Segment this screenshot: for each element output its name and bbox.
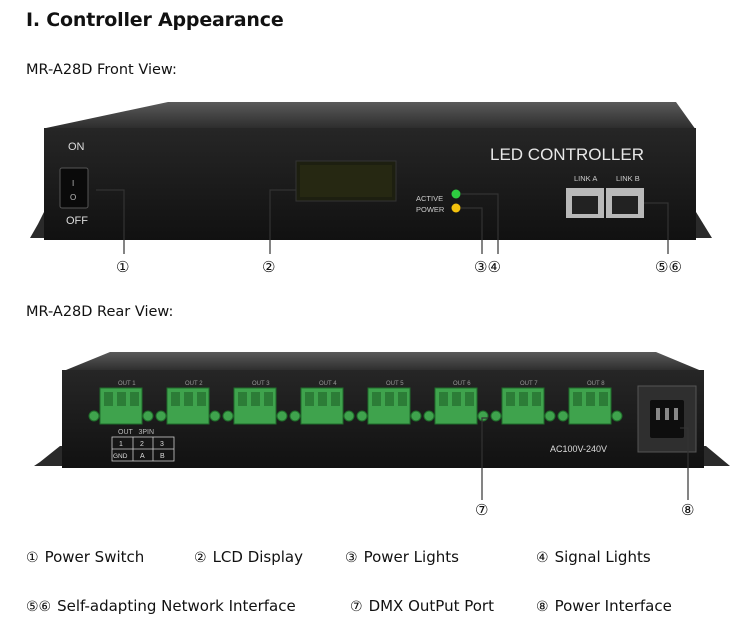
rear-view-label: MR-A28D Rear View: — [26, 304, 174, 320]
pin-header: OUT 3PIN — [118, 429, 154, 436]
dmx-port-8[interactable]: OUT 8 — [557, 381, 623, 425]
callout-line-4 — [461, 193, 499, 254]
power-rating: AC100V-240V — [550, 444, 607, 454]
callout-8: ⑧ — [681, 501, 694, 519]
power-led — [451, 203, 461, 213]
legend-num: ⑦ — [350, 599, 363, 615]
switch-i-mark: I — [72, 179, 74, 188]
led-power-label: POWER — [416, 205, 445, 214]
brand-label: LED CONTROLLER — [490, 145, 644, 164]
legend-text: Signal Lights — [554, 548, 651, 566]
dmx-port-label: OUT 8 — [587, 381, 605, 387]
pin-name-b: B — [160, 453, 165, 460]
legend-num: ⑧ — [536, 599, 549, 615]
legend-item-power-switch: ① Power Switch — [26, 548, 144, 566]
rear-chassis-top — [66, 352, 704, 372]
front-chassis-top — [46, 102, 696, 130]
pin-number-3: 3 — [160, 441, 164, 448]
link-b-label: LINK B — [616, 174, 640, 183]
legend-item-power-lights: ③ Power Lights — [345, 548, 459, 566]
legend-text: LCD Display — [212, 548, 304, 566]
switch-off-label: OFF — [66, 215, 88, 227]
pin-name-a: A — [140, 453, 145, 460]
callout-line-8 — [680, 427, 689, 500]
dmx-port-label: OUT 1 — [118, 381, 136, 387]
dmx-port-label: OUT 4 — [319, 381, 337, 387]
legend-text: DMX OutPut Port — [368, 597, 494, 615]
front-left-flange — [30, 212, 48, 238]
legend-item-network-interface: ⑤⑥ Self-adapting Network Interface — [26, 597, 296, 615]
callout-34: ③④ — [474, 258, 501, 276]
callout-line-56 — [644, 202, 669, 254]
legend-num: ④ — [536, 550, 549, 566]
dmx-port-2[interactable]: OUT 2 — [155, 381, 221, 425]
legend-num: ③ — [345, 550, 358, 566]
legend-num: ① — [26, 550, 39, 566]
legend-text: Power Interface — [554, 597, 672, 615]
legend-item-dmx-output-port: ⑦ DMX OutPut Port — [350, 597, 494, 615]
legend-num: ② — [194, 550, 207, 566]
dmx-port-label: OUT 2 — [185, 381, 203, 387]
legend-num: ⑤⑥ — [26, 599, 52, 615]
dmx-port-3[interactable]: OUT 3 — [222, 381, 288, 425]
dmx-port-label: OUT 3 — [252, 381, 270, 387]
power-switch[interactable] — [59, 167, 89, 209]
legend-item-lcd-display: ② LCD Display — [194, 548, 303, 566]
legend-text: Power Lights — [363, 548, 459, 566]
callout-line-2 — [269, 189, 296, 254]
page-title: I. Controller Appearance — [26, 9, 284, 31]
pin-name-gnd: GND — [113, 453, 128, 460]
dmx-port-label: OUT 5 — [386, 381, 404, 387]
link-a-label: LINK A — [574, 174, 597, 183]
dmx-port-4[interactable]: OUT 4 — [289, 381, 355, 425]
legend-text: Power Switch — [44, 548, 145, 566]
switch-o-mark: O — [70, 193, 76, 202]
callout-2: ② — [262, 258, 275, 276]
legend-item-power-interface: ⑧ Power Interface — [536, 597, 672, 615]
active-led — [451, 189, 461, 199]
rear-right-flange — [700, 446, 730, 466]
pin-number-1: 1 — [119, 441, 123, 448]
callout-1: ① — [116, 258, 129, 276]
led-active-label: ACTIVE — [416, 194, 443, 203]
callout-56: ⑤⑥ — [655, 258, 682, 276]
dmx-port-label: OUT 7 — [520, 381, 538, 387]
pin-number-2: 2 — [140, 441, 144, 448]
rear-left-flange — [34, 446, 64, 466]
callout-line-7 — [481, 417, 488, 500]
legend-item-signal-lights: ④ Signal Lights — [536, 548, 651, 566]
dmx-port-5[interactable]: OUT 5 — [356, 381, 422, 425]
dmx-output-ports: OUT 1 OUT 2 OUT 3 OUT 4 OUT 5 OUT 6 OUT 7 OUT 8 — [88, 381, 623, 425]
callout-line-3 — [461, 207, 483, 254]
dmx-port-6[interactable]: OUT 6 — [423, 381, 489, 425]
dmx-port-7[interactable]: OUT 7 — [490, 381, 556, 425]
callout-line-1 — [96, 189, 125, 254]
dmx-port-1[interactable]: OUT 1 — [88, 381, 154, 425]
callout-7: ⑦ — [475, 501, 488, 519]
front-view-label: MR-A28D Front View: — [26, 62, 177, 78]
dmx-port-label: OUT 6 — [453, 381, 471, 387]
legend-text: Self-adapting Network Interface — [57, 597, 296, 615]
switch-on-label: ON — [68, 141, 85, 153]
